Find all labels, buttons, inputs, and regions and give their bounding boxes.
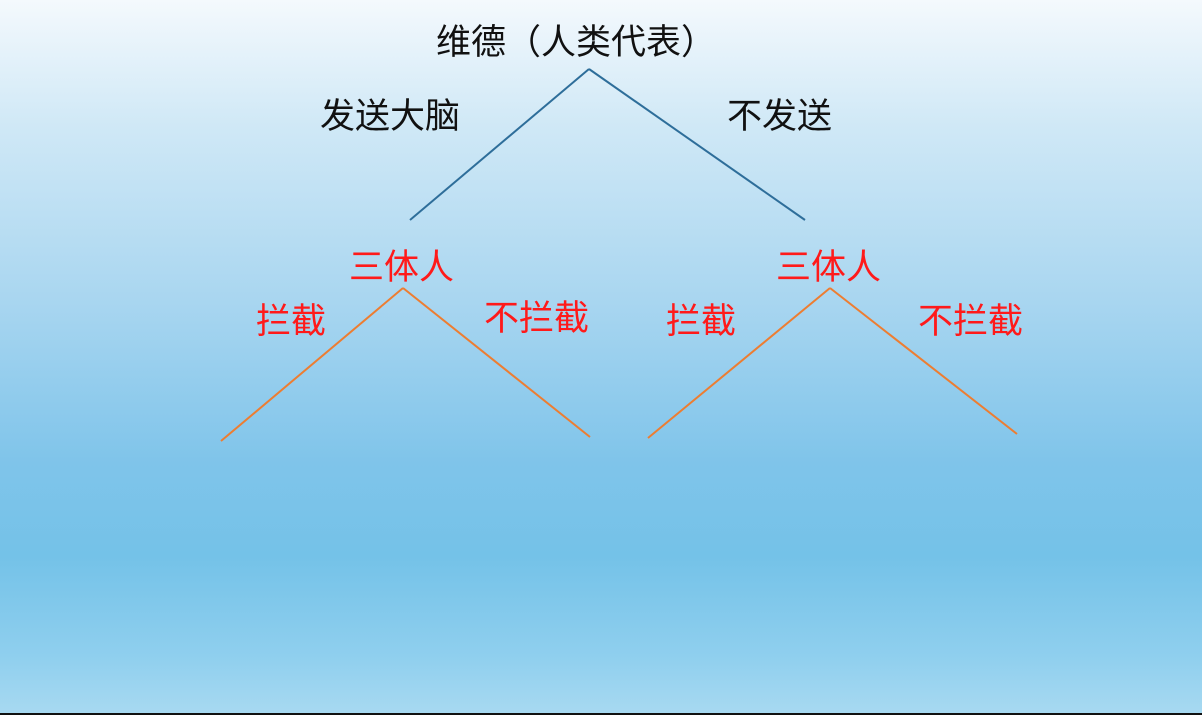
root-branch-right-line <box>588 68 806 221</box>
right-node-branch-left-line <box>647 287 831 439</box>
left-node-branch-left-label: 拦截 <box>256 302 327 342</box>
bottom-border <box>0 713 1202 715</box>
right-node-label: 三体人 <box>776 248 882 288</box>
left-node-branch-right-line <box>402 287 591 438</box>
left-node-label: 三体人 <box>349 248 455 288</box>
left-node-branch-left-line <box>220 287 404 442</box>
root-label: 维德（人类代表） <box>436 23 717 63</box>
right-node-branch-right-line <box>829 287 1018 435</box>
left-node-branch-right-label: 不拦截 <box>484 299 590 339</box>
root-branch-left-label: 发送大脑 <box>320 97 461 137</box>
root-branch-left-line <box>409 68 590 221</box>
right-node-branch-right-label: 不拦截 <box>918 302 1024 342</box>
right-node-branch-left-label: 拦截 <box>666 302 737 342</box>
root-branch-right-label: 不发送 <box>727 97 833 137</box>
